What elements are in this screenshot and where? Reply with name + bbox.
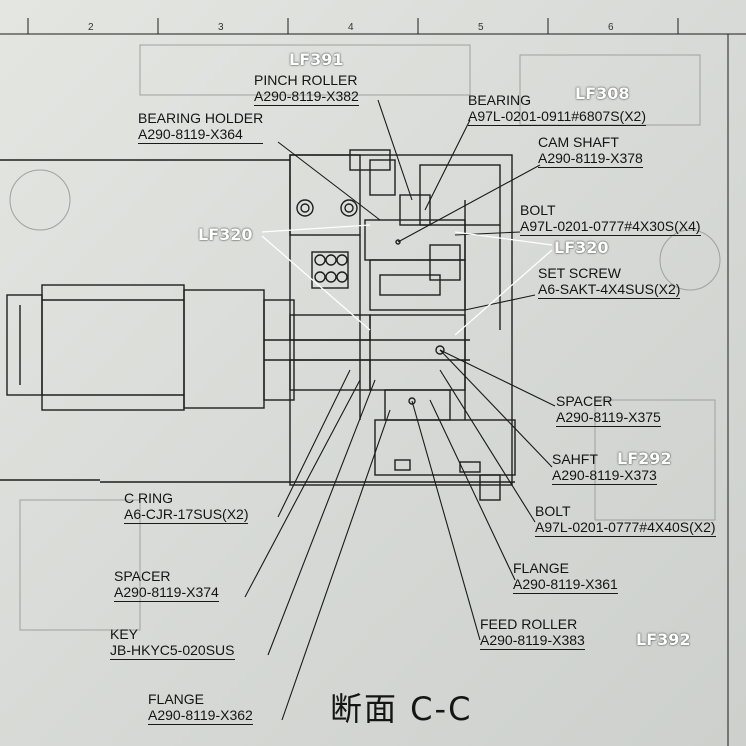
part-name: SPACER: [114, 568, 171, 584]
callout-bearing: BEARING A97L-0201-0911#6807S(X2): [468, 92, 646, 126]
part-name: SAHFT: [552, 451, 598, 467]
part-number: A290-8119-X378: [538, 150, 643, 168]
part-name: C RING: [124, 490, 173, 506]
overlay-tag-lf320: LF320: [554, 238, 609, 257]
overlay-tag-lf308: LF308: [575, 84, 630, 103]
part-number: A290-8119-X382: [254, 88, 359, 106]
ruler-mark: 5: [478, 22, 484, 33]
callout-cam-shaft: CAM SHAFT A290-8119-X378: [538, 134, 643, 168]
callout-pinch-roller: PINCH ROLLER A290-8119-X382: [254, 72, 359, 106]
callout-c-ring: C RING A6-CJR-17SUS(X2): [124, 490, 249, 524]
ruler-mark: 6: [608, 22, 614, 33]
part-number: A290-8119-X374: [114, 584, 219, 602]
part-name: BEARING: [468, 92, 532, 108]
part-name: FLANGE: [513, 560, 570, 576]
part-number: A290-8119-X375: [556, 409, 661, 427]
part-number: A290-8119-X361: [513, 576, 618, 594]
callout-spacer-x374: SPACER A290-8119-X374: [114, 568, 219, 602]
callout-bolt-4x30: BOLT A97L-0201-0777#4X30S(X4): [520, 202, 701, 236]
overlay-tag-lf320: LF320: [198, 225, 253, 244]
part-name: SPACER: [556, 393, 613, 409]
part-number: A6-CJR-17SUS(X2): [124, 506, 249, 524]
part-number: A290-8119-X362: [148, 707, 253, 725]
callout-flange-x361: FLANGE A290-8119-X361: [513, 560, 618, 594]
part-name: SET SCREW: [538, 265, 621, 281]
part-number: A290-8119-X373: [552, 467, 657, 485]
part-number: A290-8119-X364: [138, 126, 264, 144]
part-number: A290-8119-X383: [480, 632, 585, 650]
part-name: BOLT: [520, 202, 556, 218]
part-name: CAM SHAFT: [538, 134, 619, 150]
section-title: 断面 C-C: [330, 690, 473, 728]
ruler-mark: 3: [218, 22, 224, 33]
callout-flange-x362: FLANGE A290-8119-X362: [148, 691, 253, 725]
part-number: A97L-0201-0777#4X30S(X4): [520, 218, 701, 236]
part-name: FLANGE: [148, 691, 205, 707]
overlay-tag-lf292: LF292: [617, 449, 672, 468]
part-number: JB-HKYC5-020SUS: [110, 642, 235, 660]
callout-sahft: SAHFT A290-8119-X373: [552, 451, 657, 485]
ruler-mark: 2: [88, 22, 94, 33]
callout-set-screw: SET SCREW A6-SAKT-4X4SUS(X2): [538, 265, 681, 299]
part-name: FEED ROLLER: [480, 616, 578, 632]
ruler-mark: 4: [348, 22, 354, 33]
part-number: A6-SAKT-4X4SUS(X2): [538, 281, 681, 299]
part-name: KEY: [110, 626, 139, 642]
part-number: A97L-0201-0911#6807S(X2): [468, 108, 646, 126]
callout-bearing-holder: BEARING HOLDER A290-8119-X364: [138, 110, 264, 144]
callout-feed-roller: FEED ROLLER A290-8119-X383: [480, 616, 585, 650]
callout-spacer-x375: SPACER A290-8119-X375: [556, 393, 661, 427]
callout-key: KEY JB-HKYC5-020SUS: [110, 626, 235, 660]
overlay-tag-lf392: LF392: [636, 630, 691, 649]
overlay-tag-lf391: LF391: [289, 50, 344, 69]
callout-bolt-4x40: BOLT A97L-0201-0777#4X40S(X2): [535, 503, 716, 537]
part-number: A97L-0201-0777#4X40S(X2): [535, 519, 716, 537]
part-name: PINCH ROLLER: [254, 72, 358, 88]
part-name: BEARING HOLDER: [138, 110, 264, 126]
part-name: BOLT: [535, 503, 571, 519]
